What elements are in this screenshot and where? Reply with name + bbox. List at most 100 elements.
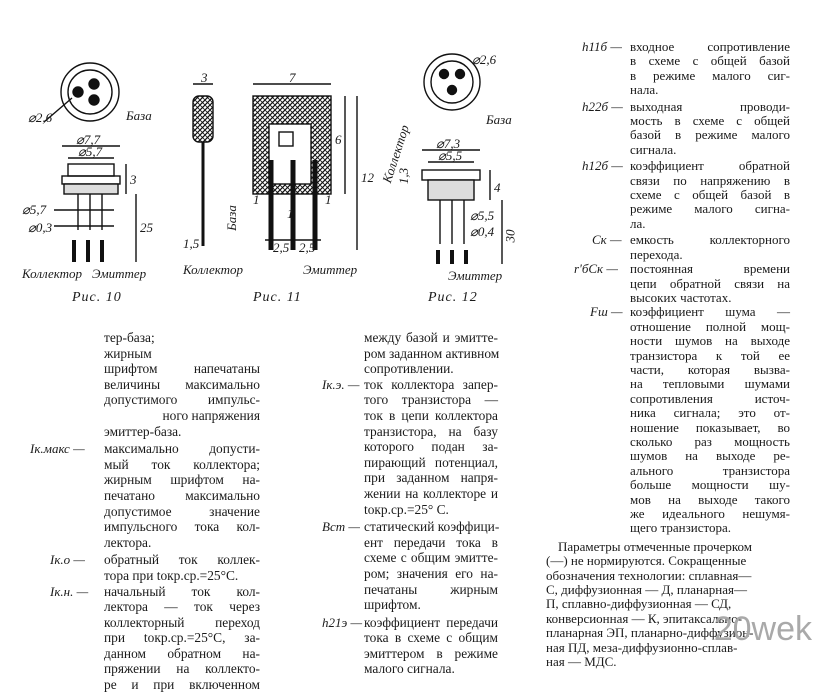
fig11-emitter: Эмиттер bbox=[303, 262, 358, 277]
text-line: импульсного тока кол- bbox=[104, 519, 260, 535]
text-line: максимально допусти- bbox=[104, 441, 260, 457]
text-line: между базой и эмитте- bbox=[364, 330, 498, 345]
fig11-t1b: 1 bbox=[325, 192, 332, 207]
fig10-d77: ⌀7,7 bbox=[76, 132, 101, 147]
text-line: связи по напряжению в bbox=[630, 172, 790, 188]
text-line: пирающий потенциал, bbox=[364, 454, 498, 470]
text-line: статический коэффици- bbox=[364, 519, 500, 535]
fig11-base: База bbox=[223, 205, 239, 231]
watermark-logo: 20wek bbox=[713, 610, 812, 648]
fig11-t1c: 1 bbox=[287, 206, 294, 221]
text-line: при заданном напря- bbox=[364, 470, 498, 486]
entry-h12b: h12б — коэффициент обратной связи по нап… bbox=[540, 158, 790, 231]
text-line: базой в режиме малого bbox=[630, 127, 790, 143]
text-line: постоянная времени bbox=[630, 261, 790, 277]
fig10-caption: Рис. 10 bbox=[72, 290, 122, 305]
text-line: мов на выходе такого bbox=[630, 491, 790, 507]
figure-12: ⌀2,6 Коллектор База ⌀7,3 ⌀5,5 1,3 4 ⌀5,5… bbox=[379, 40, 532, 308]
entry-ik-e: Iк.э. — ток коллектора запер- того транз… bbox=[268, 377, 498, 517]
entry-h21e: h21э — коэффициент передачи тока в схеме… bbox=[268, 615, 498, 677]
entry-h22b: h22б — выходная проводи- мость в схеме с… bbox=[540, 99, 790, 158]
fig11-s25b: 2,5 bbox=[299, 240, 316, 255]
text-line: же идеального нешумя- bbox=[630, 506, 790, 521]
text-line: допустимое значение bbox=[104, 503, 260, 519]
text-line: ного напряжения bbox=[162, 407, 260, 423]
fig10-base: База bbox=[126, 108, 152, 123]
entry-fsh: Fш — коэффициент шума — отношение полной… bbox=[540, 304, 790, 536]
term: Cк — bbox=[592, 232, 622, 248]
text-line: больше мощности шу- bbox=[630, 477, 790, 493]
column-2: между базой и эмитте- ром заданном актив… bbox=[268, 330, 500, 677]
fig12-d73: ⌀7,3 bbox=[436, 136, 461, 151]
fig12-d26: ⌀2,6 bbox=[472, 52, 497, 67]
fig12-d55b: ⌀5,5 bbox=[470, 208, 495, 223]
text-line: обозначения технологии: сплавная— bbox=[546, 567, 752, 583]
text-line: сигнала. bbox=[630, 141, 677, 157]
text-line: емкость коллекторного bbox=[630, 232, 790, 248]
fig12-caption: Рис. 12 bbox=[428, 290, 478, 305]
text-line: схеме с общей базой в bbox=[630, 187, 790, 203]
text-line: на тепловыми шумами bbox=[630, 376, 790, 392]
entry-h11b: h11б — входное сопротивление в схеме с о… bbox=[540, 39, 790, 98]
fig10-collector: Коллектор bbox=[22, 266, 83, 281]
text-line: ношение показывает, во bbox=[630, 419, 790, 435]
text-line: ального транзистора bbox=[630, 462, 790, 478]
fig12-emitter: Эмиттер bbox=[448, 268, 503, 283]
text-line: ности шумов на выходе bbox=[630, 333, 790, 349]
entry-ik-n: Iк.н. — начальный ток кол- лектора — ток… bbox=[14, 584, 260, 693]
text-line: сколько раз мощность bbox=[630, 433, 790, 449]
text-line: обратный ток коллек- bbox=[104, 552, 260, 568]
fig11-caption: Рис. 11 bbox=[253, 290, 302, 305]
entry-ck: Cк — емкость коллекторного перехода. bbox=[540, 232, 790, 262]
entry-rbck: r'бCк — постоянная времени цепи обратной… bbox=[540, 261, 790, 305]
text-line: щего транзистора. bbox=[630, 520, 731, 536]
text-line: печатаны жирным bbox=[364, 581, 498, 597]
entry-bst: Bст — статический коэффици- ент передачи… bbox=[268, 519, 500, 613]
text-line: сопротивления источ- bbox=[630, 390, 790, 406]
entry-ik-o: Iк.о — обратный ток коллек- тора при tок… bbox=[14, 552, 260, 583]
text-line: ент передачи тока в bbox=[364, 534, 498, 550]
text-line: малого сигнала. bbox=[364, 661, 455, 677]
text-line: величины максимально bbox=[104, 376, 260, 392]
text-line: ла. bbox=[630, 215, 646, 231]
text-line: ре и при включенном bbox=[104, 677, 260, 693]
text-line: коллекторный переход bbox=[104, 614, 260, 630]
text-line: эмиттер-база. bbox=[104, 423, 182, 439]
fig12-base: База bbox=[486, 112, 512, 127]
text-line: входное сопротивление bbox=[630, 39, 790, 54]
term: Iк.н. — bbox=[50, 583, 89, 599]
text-line: схеме с общим эмитте- bbox=[364, 550, 498, 566]
text-line: ток в цепи коллектора bbox=[364, 407, 498, 423]
fig10-h3: 3 bbox=[130, 172, 137, 187]
fig10-d57b: ⌀5,7 bbox=[22, 202, 47, 217]
figure-11-drawing bbox=[192, 83, 358, 250]
fig10-d57: ⌀5,7 bbox=[78, 144, 103, 159]
text-line: высоких частотах. bbox=[630, 289, 732, 305]
text-line: в схеме с общей базой bbox=[630, 53, 790, 69]
figure-11: 3 7 6 12 База 1 1 1 1,5 2,5 2,5 Коллекто… bbox=[175, 40, 385, 308]
term: Bст — bbox=[322, 519, 360, 535]
fig12-d04: ⌀0,4 bbox=[470, 224, 495, 239]
text-line: tокр.ср.=25° С. bbox=[364, 501, 449, 517]
term: Fш — bbox=[590, 304, 623, 320]
column-1: тер-база; жирным шрифтом напечатаны вели… bbox=[14, 330, 260, 693]
text-line: ная ПД, меза-диффузионно-сплав- bbox=[546, 639, 738, 655]
text-line: режиме малого сигна- bbox=[630, 201, 790, 217]
text-line: цепи обратной связи на bbox=[630, 275, 790, 291]
col3-footer: Параметры отмеченные прочерком (—) не но… bbox=[546, 538, 790, 670]
figure-10: ⌀2,6 База ⌀7,7 ⌀5,7 3 ⌀5,7 ⌀0,3 25 Колле… bbox=[14, 40, 174, 308]
text-line: ток коллектора запер- bbox=[364, 376, 498, 392]
fig11-w7: 7 bbox=[289, 70, 296, 85]
text-line: Параметры отмеченные прочерком bbox=[558, 538, 752, 554]
fig11-h12: 12 bbox=[361, 170, 374, 185]
text-line: перехода. bbox=[630, 246, 683, 262]
term: r'бCк — bbox=[574, 261, 618, 277]
fig12-h13: 1,3 bbox=[396, 167, 412, 185]
term: Iк.о — bbox=[50, 552, 85, 568]
text-line: транзистора, на базу bbox=[364, 423, 498, 439]
text-line: лектора — ток через bbox=[104, 599, 260, 615]
text-line: коэффициент шума — bbox=[630, 304, 790, 320]
figure-12-drawing bbox=[421, 53, 503, 264]
text-line: эмиттером в режиме bbox=[364, 645, 498, 661]
fig11-w3: 3 bbox=[201, 70, 208, 85]
